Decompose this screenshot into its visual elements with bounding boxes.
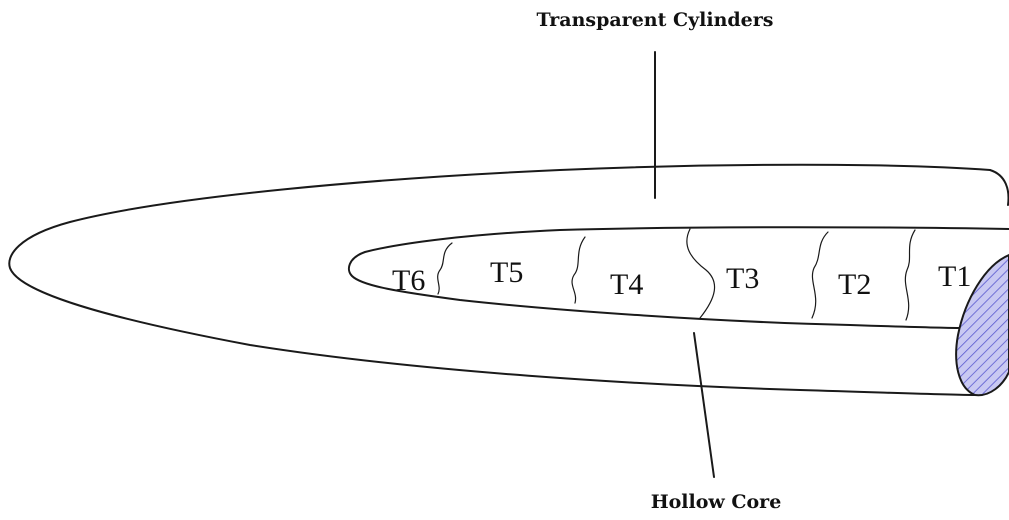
transparent-cylinders-label: Transparent Cylinders bbox=[537, 9, 774, 31]
divider-t3-t2 bbox=[811, 231, 829, 319]
cut-face bbox=[955, 253, 1009, 397]
divider-t5-t4 bbox=[571, 236, 586, 304]
segment-label-t3: T3 bbox=[726, 262, 759, 295]
segment-label-t5: T5 bbox=[490, 256, 523, 289]
divider-t4-t3 bbox=[686, 228, 716, 319]
divider-t6-t5 bbox=[437, 242, 453, 295]
segment-label-t2: T2 bbox=[838, 268, 871, 301]
segment-label-t4: T4 bbox=[610, 268, 643, 301]
outer-cylinder-end bbox=[989, 169, 1009, 206]
outer-cylinder-outline bbox=[8, 163, 991, 396]
hollow-core-label: Hollow Core bbox=[651, 491, 782, 513]
bottom-leader-line bbox=[693, 332, 715, 478]
hollow-core-outline bbox=[347, 226, 1009, 329]
segment-label-t6: T6 bbox=[392, 264, 425, 297]
segment-label-t1: T1 bbox=[938, 260, 971, 293]
divider-t2-t1 bbox=[904, 229, 916, 321]
